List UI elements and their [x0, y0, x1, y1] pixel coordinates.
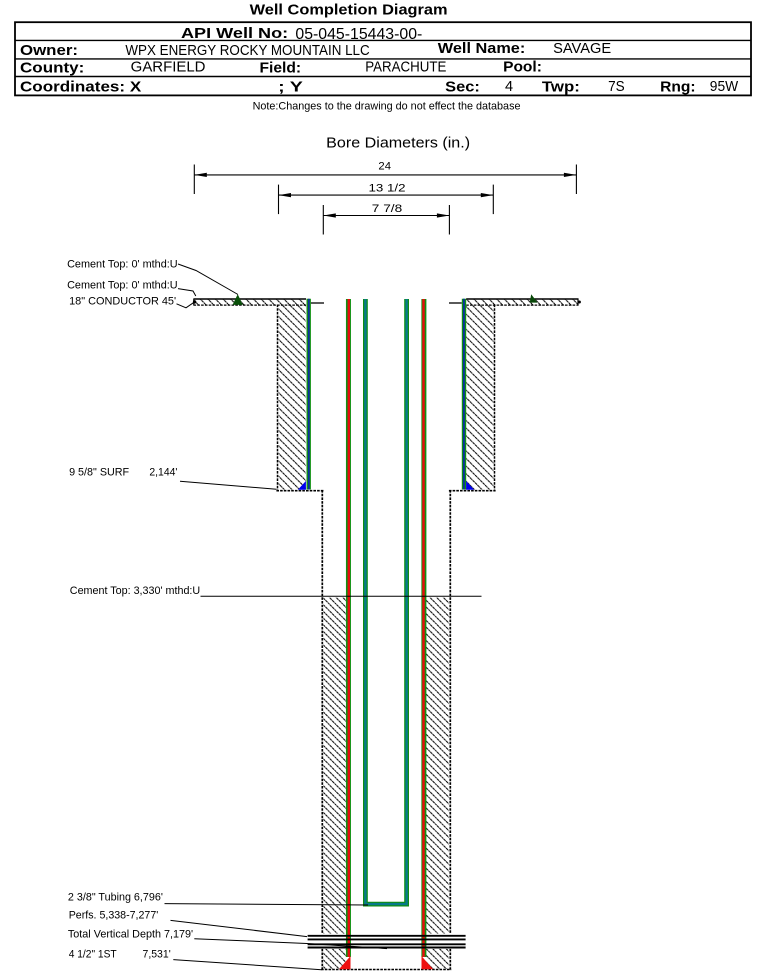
svg-text:7S: 7S [608, 79, 625, 95]
svg-text:13 1/2: 13 1/2 [369, 183, 406, 195]
svg-text:05-045-15443-00-: 05-045-15443-00- [295, 26, 422, 43]
svg-text:9 5/8" SURF: 9 5/8" SURF [69, 466, 129, 478]
svg-text:18" CONDUCTOR 45': 18" CONDUCTOR 45' [69, 296, 176, 308]
svg-text:Perfs. 5,338-7,277': Perfs. 5,338-7,277' [69, 910, 159, 922]
svg-text:GARFIELD: GARFIELD [131, 60, 206, 76]
svg-text:24: 24 [378, 160, 391, 172]
svg-text:Well Name:: Well Name: [438, 40, 526, 57]
svg-text:; Y: ; Y [278, 79, 303, 96]
svg-text:WPX ENERGY ROCKY MOUNTAIN LLC: WPX ENERGY ROCKY MOUNTAIN LLC [125, 43, 369, 59]
svg-text:7 7/8: 7 7/8 [372, 203, 402, 215]
svg-text:Coordinates: X: Coordinates: X [20, 79, 141, 96]
svg-text:Field:: Field: [260, 60, 302, 77]
svg-text:County:: County: [20, 60, 84, 77]
svg-text:API Well No:: API Well No: [181, 25, 288, 42]
svg-text:Owner:: Owner: [20, 42, 78, 59]
svg-text:7,531': 7,531' [143, 949, 171, 961]
svg-text:2,144': 2,144' [149, 466, 177, 478]
svg-text:Sec:: Sec: [445, 79, 480, 96]
svg-text:Cement Top: 3,330' mthd:U: Cement Top: 3,330' mthd:U [70, 585, 200, 597]
svg-text:SAVAGE: SAVAGE [553, 41, 611, 57]
svg-text:4: 4 [505, 79, 513, 95]
svg-text:Twp:: Twp: [542, 79, 580, 96]
svg-text:Well Completion Diagram: Well Completion Diagram [250, 2, 448, 18]
svg-text:4 1/2" 1ST: 4 1/2" 1ST [69, 949, 117, 961]
svg-text:Note:Changes to the drawing do: Note:Changes to the drawing do not effec… [253, 101, 521, 113]
svg-text:Bore Diameters (in.): Bore Diameters (in.) [326, 135, 470, 151]
svg-text:2 3/8" Tubing 6,796': 2 3/8" Tubing 6,796' [68, 891, 163, 903]
svg-text:95W: 95W [710, 79, 739, 95]
svg-text:PARACHUTE: PARACHUTE [365, 60, 446, 76]
svg-text:Total Vertical Depth 7,179': Total Vertical Depth 7,179' [68, 929, 193, 941]
svg-text:Cement Top: 0' mthd:U: Cement Top: 0' mthd:U [67, 280, 178, 292]
svg-text:Rng:: Rng: [660, 79, 696, 96]
svg-text:Pool:: Pool: [503, 59, 542, 76]
svg-text:Cement Top: 0' mthd:U: Cement Top: 0' mthd:U [67, 258, 178, 270]
